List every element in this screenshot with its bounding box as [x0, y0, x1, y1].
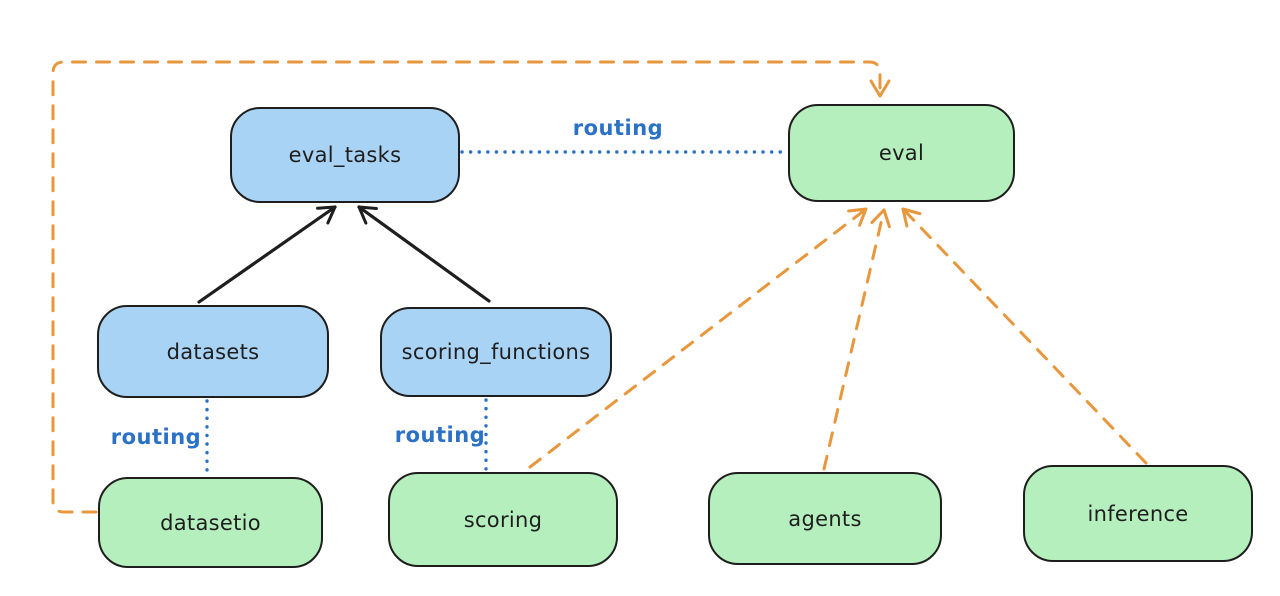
edge-label-routing-eval_tasks-eval: routing — [572, 116, 664, 140]
node-scoring_functions-label: scoring_functions — [401, 340, 591, 364]
edge-label-routing-datasets-datasetio: routing — [110, 425, 202, 449]
edge-label-routing-scoring_functions-scoring: routing — [394, 423, 486, 447]
node-agents-label: agents — [788, 506, 862, 531]
edge-agents-eval — [822, 208, 891, 471]
node-eval-label: eval — [878, 141, 925, 165]
node-datasets: datasets — [97, 305, 329, 398]
node-scoring: scoring — [388, 472, 618, 567]
node-inference-label: inference — [1087, 501, 1189, 526]
edge-datasets-eval_tasks — [197, 205, 337, 304]
node-eval_tasks-label: eval_tasks — [288, 143, 402, 167]
edge-datasetio-eval — [51, 60, 891, 514]
node-datasets-label: datasets — [166, 339, 260, 364]
edge-scoring-eval — [528, 207, 868, 469]
node-datasetio: datasetio — [98, 477, 323, 568]
edge-scoring_functions-eval_tasks — [357, 205, 491, 303]
node-agents: agents — [708, 472, 942, 565]
node-scoring-label: scoring — [463, 507, 543, 532]
node-eval_tasks: eval_tasks — [230, 107, 460, 203]
node-eval: eval — [788, 104, 1015, 202]
node-datasetio-label: datasetio — [160, 510, 261, 535]
node-inference: inference — [1023, 465, 1253, 562]
edge-inference-eval — [901, 207, 1148, 465]
node-scoring_functions: scoring_functions — [380, 307, 612, 397]
